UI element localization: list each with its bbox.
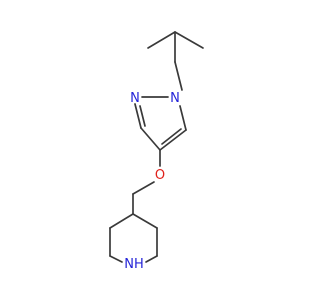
bond-o-ch2 — [132, 181, 155, 195]
bond-pip-n-c6 — [109, 255, 123, 263]
bond-n2-c3 — [134, 103, 142, 129]
bond-ch2-n1 — [174, 61, 183, 91]
atom-label-oxygen: O — [155, 168, 165, 183]
bond-pip-c5-c4 — [109, 213, 134, 229]
bond-c5-n1 — [179, 105, 187, 131]
atom-label-n2: N — [130, 91, 140, 106]
atom-label-n1: N — [170, 91, 180, 106]
bond-c4-c5-inner — [161, 128, 182, 145]
bond-c4-c5 — [159, 129, 187, 151]
bond-methyl-left — [147, 31, 176, 49]
bond-pip-c4-c3 — [132, 213, 158, 229]
bond-c3-c4 — [140, 127, 161, 151]
molecule-structure: N N O NH — [109, 31, 204, 272]
bond-pip-c2-n — [145, 255, 158, 263]
bond-n2-c3-inner — [139, 105, 146, 127]
atom-label-nh: NH — [124, 257, 144, 272]
bond-methyl-right — [174, 31, 204, 49]
